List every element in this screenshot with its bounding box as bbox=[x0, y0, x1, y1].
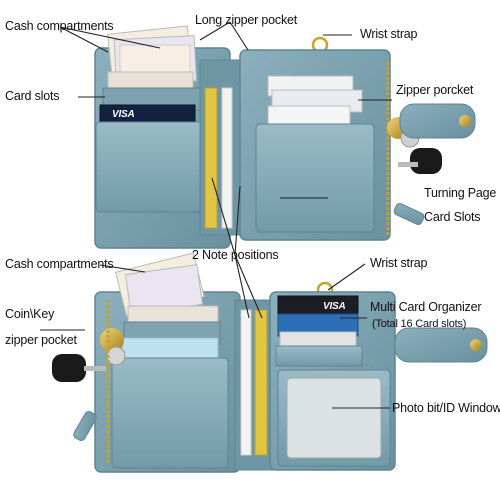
note-divider-yellow bbox=[204, 87, 218, 229]
key-icon bbox=[398, 148, 442, 174]
visa-card-text-top: VISA bbox=[112, 109, 135, 120]
note-divider-white bbox=[221, 87, 233, 229]
label-turning-page: Turning Page bbox=[424, 186, 497, 200]
key-icon-bottom bbox=[52, 354, 106, 382]
cash-notes-bottom bbox=[115, 252, 205, 317]
label-zipper-pocket-top: Zipper porcket bbox=[396, 83, 474, 97]
visa-card-text-bottom: VISA bbox=[323, 301, 346, 312]
snap-tab bbox=[399, 103, 476, 139]
top-wallet bbox=[94, 25, 476, 249]
label-wrist-strap-top: Wrist strap bbox=[360, 27, 418, 41]
label-card-slots-right: Card Slots bbox=[424, 210, 481, 224]
label-multi-card-organizer: Multi Card Organizer bbox=[370, 300, 482, 314]
snap-button bbox=[459, 115, 471, 127]
label-long-zipper-pocket: Long zipper pocket bbox=[195, 13, 298, 27]
left-card-slots-bottom bbox=[111, 305, 229, 469]
label-photo-id-window: Photo bit/ID Window bbox=[392, 401, 500, 415]
pointer-lines bbox=[40, 21, 392, 409]
label-card-slots: Card slots bbox=[5, 89, 60, 103]
label-cash-compartments-top: Cash compartments bbox=[5, 19, 114, 33]
bottom-wallet bbox=[52, 252, 488, 473]
multi-card-organizer bbox=[275, 295, 363, 367]
label-cash-compartments-bottom: Cash compartments bbox=[5, 257, 114, 271]
label-total-card-slots: (Total 16 Card slots) bbox=[372, 318, 467, 330]
right-card-slots bbox=[255, 75, 375, 233]
label-wrist-strap-bottom: Wrist strap bbox=[370, 256, 428, 270]
label-note-positions: 2 Note positions bbox=[192, 248, 279, 262]
snap-button-bottom bbox=[470, 339, 482, 351]
label-coin-key: Coin\Key bbox=[5, 307, 55, 321]
left-card-slots bbox=[95, 71, 204, 213]
label-zipper-pocket-bottom: zipper pocket bbox=[5, 333, 77, 347]
id-window bbox=[286, 377, 382, 459]
